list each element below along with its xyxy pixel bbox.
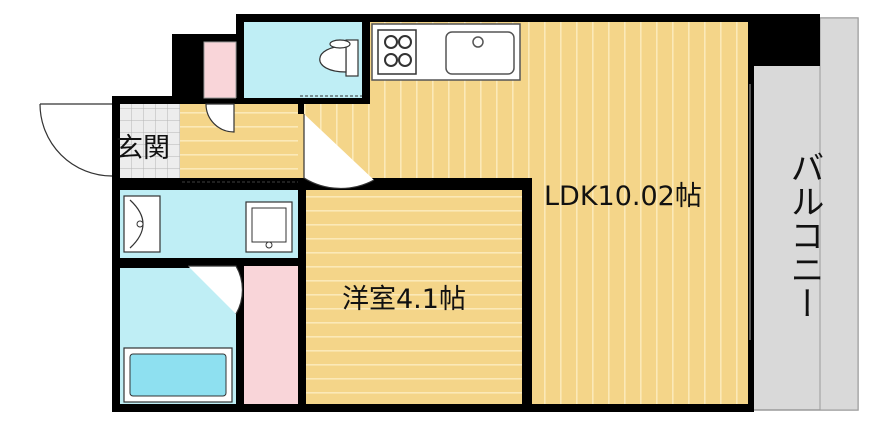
shoe-closet bbox=[203, 41, 237, 99]
sink-icon bbox=[445, 31, 515, 75]
western-room-floor bbox=[306, 190, 524, 404]
doors bbox=[39, 84, 751, 340]
washbasin-icon bbox=[123, 195, 161, 253]
toilet-door-swing bbox=[205, 103, 235, 133]
washing-machine-icon bbox=[245, 201, 293, 253]
entrance-label: 玄関 bbox=[116, 133, 170, 164]
ldk-door-swing bbox=[303, 114, 375, 189]
ldk-label: LDK10.02帖 bbox=[544, 181, 702, 212]
balcony-inner-edge bbox=[819, 17, 859, 411]
balcony-label: バルコニー bbox=[784, 150, 824, 320]
closet bbox=[244, 262, 298, 404]
entrance-tile bbox=[116, 104, 180, 178]
bath-door-swing bbox=[188, 265, 243, 315]
interior-walls bbox=[112, 16, 532, 412]
bathtub-icon bbox=[123, 347, 233, 403]
western-room-label: 洋室4.1帖 bbox=[342, 284, 466, 315]
ldk-floor-lower bbox=[530, 180, 748, 404]
stove-icon bbox=[377, 29, 417, 75]
entrance-door-swing bbox=[39, 103, 113, 177]
toilet-icon bbox=[300, 39, 362, 97]
balcony bbox=[751, 17, 859, 411]
kitchen-counter bbox=[371, 23, 521, 81]
